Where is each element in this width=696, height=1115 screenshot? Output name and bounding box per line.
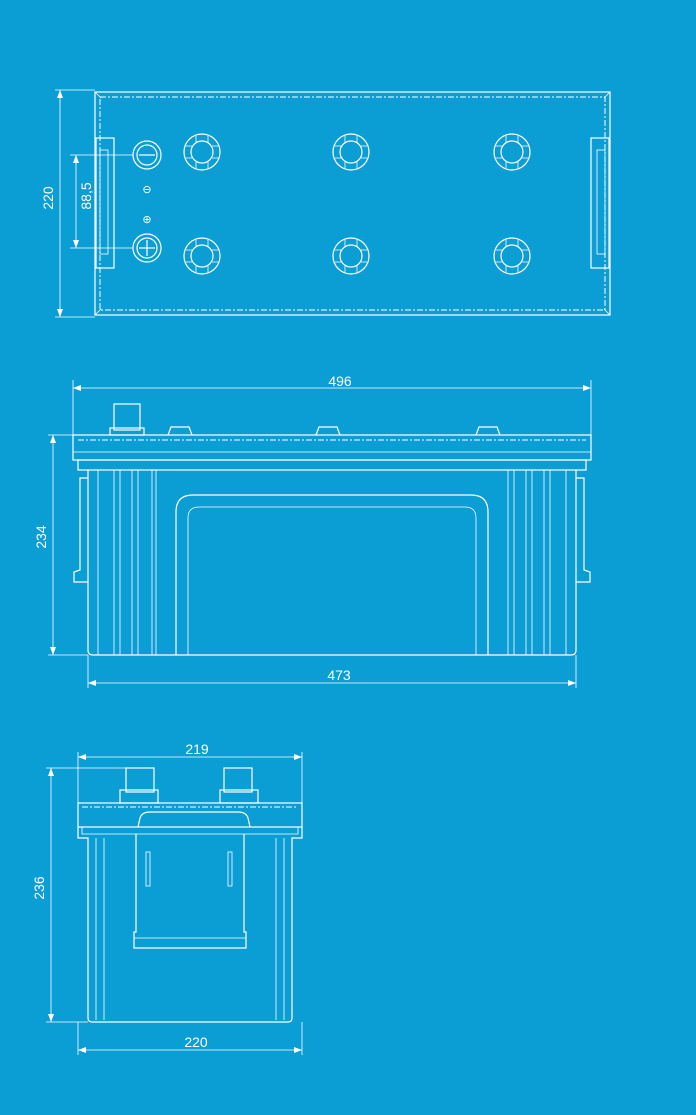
top-view-handle-right bbox=[590, 137, 610, 269]
dimension-width-top bbox=[55, 89, 95, 318]
dimension-total-length bbox=[72, 380, 592, 440]
positive-terminal bbox=[132, 233, 162, 263]
dimension-width-label: 220 bbox=[40, 186, 56, 210]
dimension-total-length-label: 496 bbox=[328, 373, 352, 389]
minus-symbol: ⊖ bbox=[142, 184, 151, 196]
plus-symbol: ⊕ bbox=[142, 214, 151, 226]
dimension-base-length-label: 473 bbox=[327, 667, 351, 683]
vent-cap bbox=[493, 237, 531, 275]
front-view-body bbox=[73, 470, 591, 656]
vent-caps bbox=[183, 133, 531, 275]
vent-cap bbox=[332, 133, 370, 171]
vent-cap bbox=[493, 133, 531, 171]
top-view: ⊖ ⊕ 220 88,5 bbox=[40, 89, 611, 318]
negative-terminal bbox=[132, 140, 162, 170]
vent-cap bbox=[183, 133, 221, 171]
side-terminal-post-right bbox=[223, 767, 253, 793]
dimension-base-width-label: 220 bbox=[184, 1034, 208, 1050]
dimension-height-side-label: 236 bbox=[31, 876, 47, 900]
dimension-height-side bbox=[46, 767, 126, 1023]
dimension-terminal-spacing-label: 88,5 bbox=[78, 182, 94, 209]
top-view-handle-left bbox=[95, 137, 115, 269]
dimension-base-length bbox=[87, 655, 577, 688]
top-view-outline bbox=[94, 91, 611, 316]
side-view-lid bbox=[77, 767, 303, 828]
dimension-terminal-spacing bbox=[70, 154, 133, 249]
dimension-top-width-label: 219 bbox=[185, 741, 209, 757]
dimension-base-width bbox=[77, 1022, 303, 1055]
side-terminal-post-left bbox=[125, 767, 155, 793]
dimension-top-width bbox=[77, 752, 303, 805]
front-view-lid bbox=[72, 403, 592, 471]
dimension-height-front-label: 234 bbox=[33, 525, 49, 549]
vent-cap bbox=[332, 237, 370, 275]
front-terminal-post bbox=[113, 403, 141, 431]
vent-cap bbox=[183, 237, 221, 275]
side-view-body bbox=[77, 827, 303, 1023]
side-view: 219 236 bbox=[31, 741, 303, 1055]
dimension-height-front bbox=[48, 434, 88, 656]
front-view: 496 bbox=[33, 373, 592, 688]
